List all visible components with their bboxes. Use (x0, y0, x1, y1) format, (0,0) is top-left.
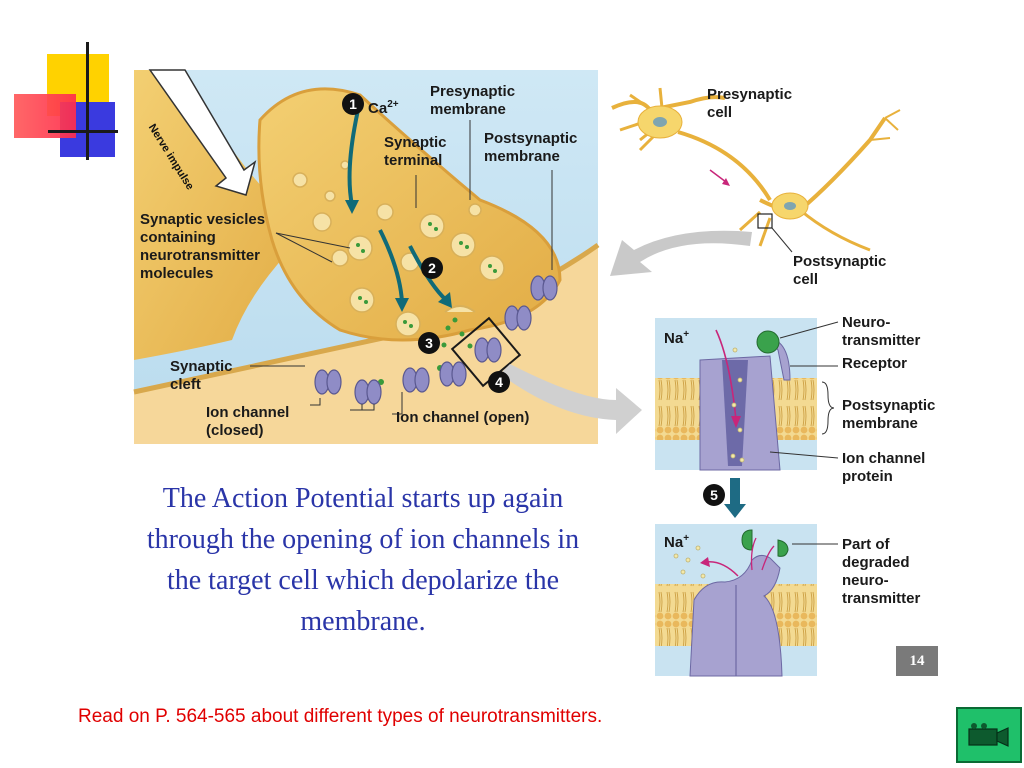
na-top-text: Na (664, 330, 684, 347)
ion-channel-protein-label: Ion channel protein (842, 450, 926, 485)
na-bottom-label: Na+ (664, 530, 689, 552)
ca-text: Ca (368, 100, 388, 117)
inset-receptor-binding (655, 318, 839, 471)
step-5-badge: 5 (703, 484, 725, 506)
postsynaptic-membrane-inset-label: Postsynaptic membrane (842, 397, 936, 432)
vesicles (292, 160, 505, 337)
ion-channel-closed-label: Ion channel (closed) (206, 404, 290, 439)
deco-vertical-line (86, 42, 89, 160)
footnote-text: Read on P. 564-565 about different types… (78, 706, 603, 727)
gray-arrow-lower (500, 364, 642, 434)
degraded-transmitter-label: Part of degraded neuro- transmitter (842, 536, 921, 607)
step-3-badge: 3 (418, 332, 440, 354)
neurotransmitter-label: Neuro- transmitter (842, 314, 921, 349)
ca-label: Ca2+ (368, 96, 399, 118)
step-4-badge: 4 (488, 371, 510, 393)
deco-horizontal-line (48, 130, 118, 133)
movie-camera-icon (968, 723, 1009, 747)
gray-arrow-upper (610, 230, 752, 276)
synaptic-cleft-label: Synaptic cleft (170, 358, 233, 393)
step-1-badge: 1 (342, 93, 364, 115)
page-number: 14 (896, 646, 938, 676)
synaptic-vesicles-label: Synaptic vesicles containing neurotransm… (140, 211, 266, 282)
ion-channel-open-label: Ion channel (open) (396, 409, 530, 426)
ca-superscript: 2+ (387, 99, 399, 110)
na-top-label: Na+ (664, 326, 689, 348)
synaptic-terminal-label: Synaptic terminal (384, 134, 447, 169)
deco-squares (10, 40, 120, 162)
presynaptic-cell-label: Presynaptic cell (707, 86, 793, 121)
step-2-badge: 2 (421, 257, 443, 279)
ion-channels (314, 275, 558, 405)
postsynaptic-cell-label: Postsynaptic cell (793, 253, 887, 288)
neuron-illustration (611, 87, 901, 252)
postsynaptic-membrane-main-label: Postsynaptic membrane (484, 130, 578, 165)
na-bottom-superscript: + (683, 533, 690, 544)
na-bottom-text: Na (664, 534, 684, 551)
receptor-label: Receptor (842, 355, 908, 372)
nerve-impulse-arrow (148, 69, 257, 196)
na-top-superscript: + (683, 329, 690, 340)
movie-button[interactable] (956, 707, 1022, 763)
presynaptic-membrane-label: Presynaptic membrane (430, 83, 516, 118)
inset-degraded-transmitter (655, 524, 838, 677)
slide-caption: The Action Potential starts up again thr… (146, 483, 580, 637)
